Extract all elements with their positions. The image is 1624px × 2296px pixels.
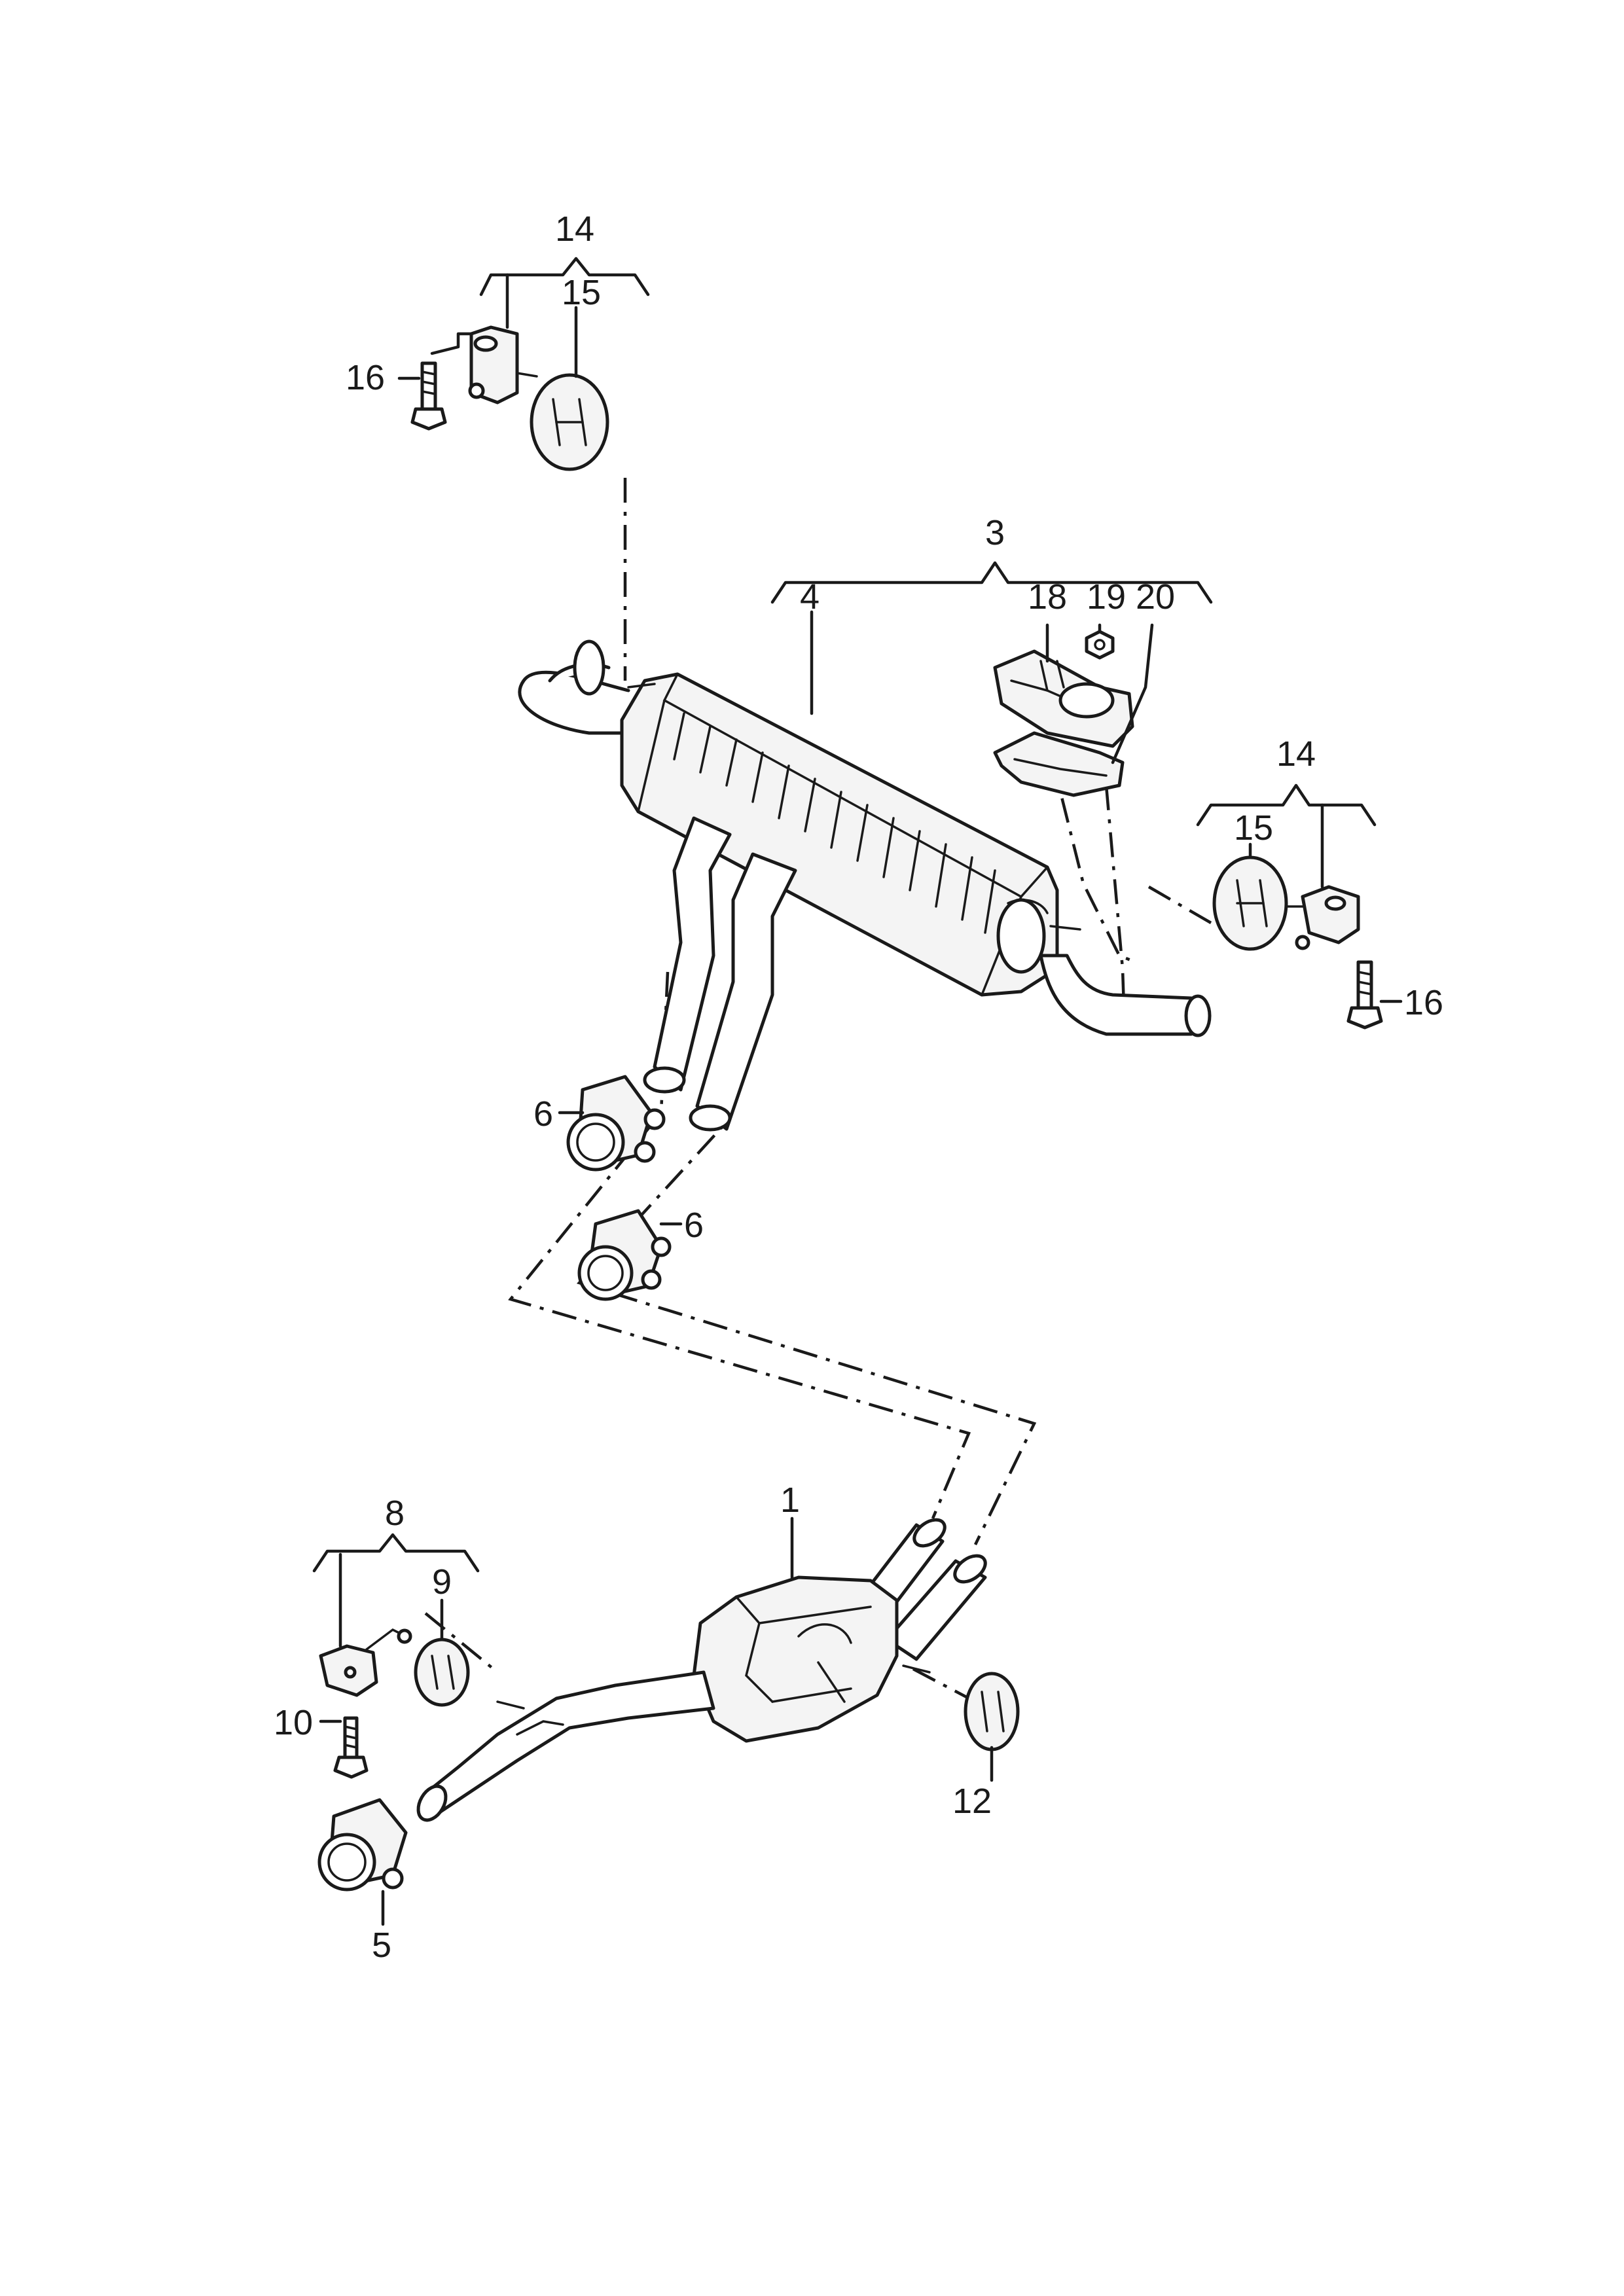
rubber-mount-lower-left bbox=[414, 1638, 470, 1707]
callout-14-upper-left: 14 bbox=[555, 209, 594, 249]
assembly-lines bbox=[424, 478, 1212, 1703]
callout-14-right: 14 bbox=[1276, 734, 1316, 774]
clamp-lower bbox=[577, 1209, 672, 1301]
callout-15-right: 15 bbox=[1234, 808, 1273, 848]
bolt-lower-left bbox=[333, 1716, 369, 1779]
callout-6-upper: 6 bbox=[533, 1094, 553, 1134]
callout-8: 8 bbox=[385, 1494, 405, 1533]
callout-20: 20 bbox=[1136, 577, 1175, 617]
rubber-mount-upper-left bbox=[530, 373, 609, 471]
callout-19: 19 bbox=[1087, 577, 1126, 617]
rear-silencer bbox=[518, 639, 1212, 1132]
hanger-bracket-lower-left bbox=[319, 1628, 412, 1697]
callout-5: 5 bbox=[372, 1926, 391, 1965]
silencer-ribs bbox=[673, 712, 996, 934]
callout-3: 3 bbox=[985, 513, 1005, 552]
callout-labels: 14 15 16 3 4 18 19 20 14 15 16 6 6 1 8 9… bbox=[274, 209, 1443, 1965]
callout-15-upper-left: 15 bbox=[562, 273, 601, 312]
callout-10: 10 bbox=[274, 1703, 313, 1742]
hanger-bracket-right bbox=[1285, 885, 1360, 950]
bolt-right bbox=[1346, 960, 1383, 1030]
leader-lines bbox=[312, 257, 1403, 1926]
callout-12: 12 bbox=[952, 1782, 992, 1821]
flap-actuator bbox=[993, 649, 1134, 748]
callout-18: 18 bbox=[1028, 577, 1067, 617]
hex-nut bbox=[1085, 630, 1115, 660]
clamp-upper bbox=[566, 1075, 666, 1172]
center-silencer bbox=[416, 1518, 987, 1822]
callout-1: 1 bbox=[780, 1480, 800, 1520]
bolt-upper-left bbox=[410, 361, 447, 431]
rubber-mount-12 bbox=[964, 1672, 1020, 1751]
rubber-mount-right bbox=[1212, 855, 1288, 951]
callout-4: 4 bbox=[800, 577, 820, 617]
callout-9: 9 bbox=[432, 1562, 452, 1602]
callout-16-upper-left: 16 bbox=[346, 358, 385, 397]
callout-16-right: 16 bbox=[1404, 983, 1443, 1022]
clamp-front bbox=[317, 1798, 408, 1892]
callout-6-lower: 6 bbox=[684, 1206, 704, 1245]
actuator-bracket bbox=[993, 731, 1125, 797]
hanger-bracket-upper-left bbox=[468, 325, 538, 404]
